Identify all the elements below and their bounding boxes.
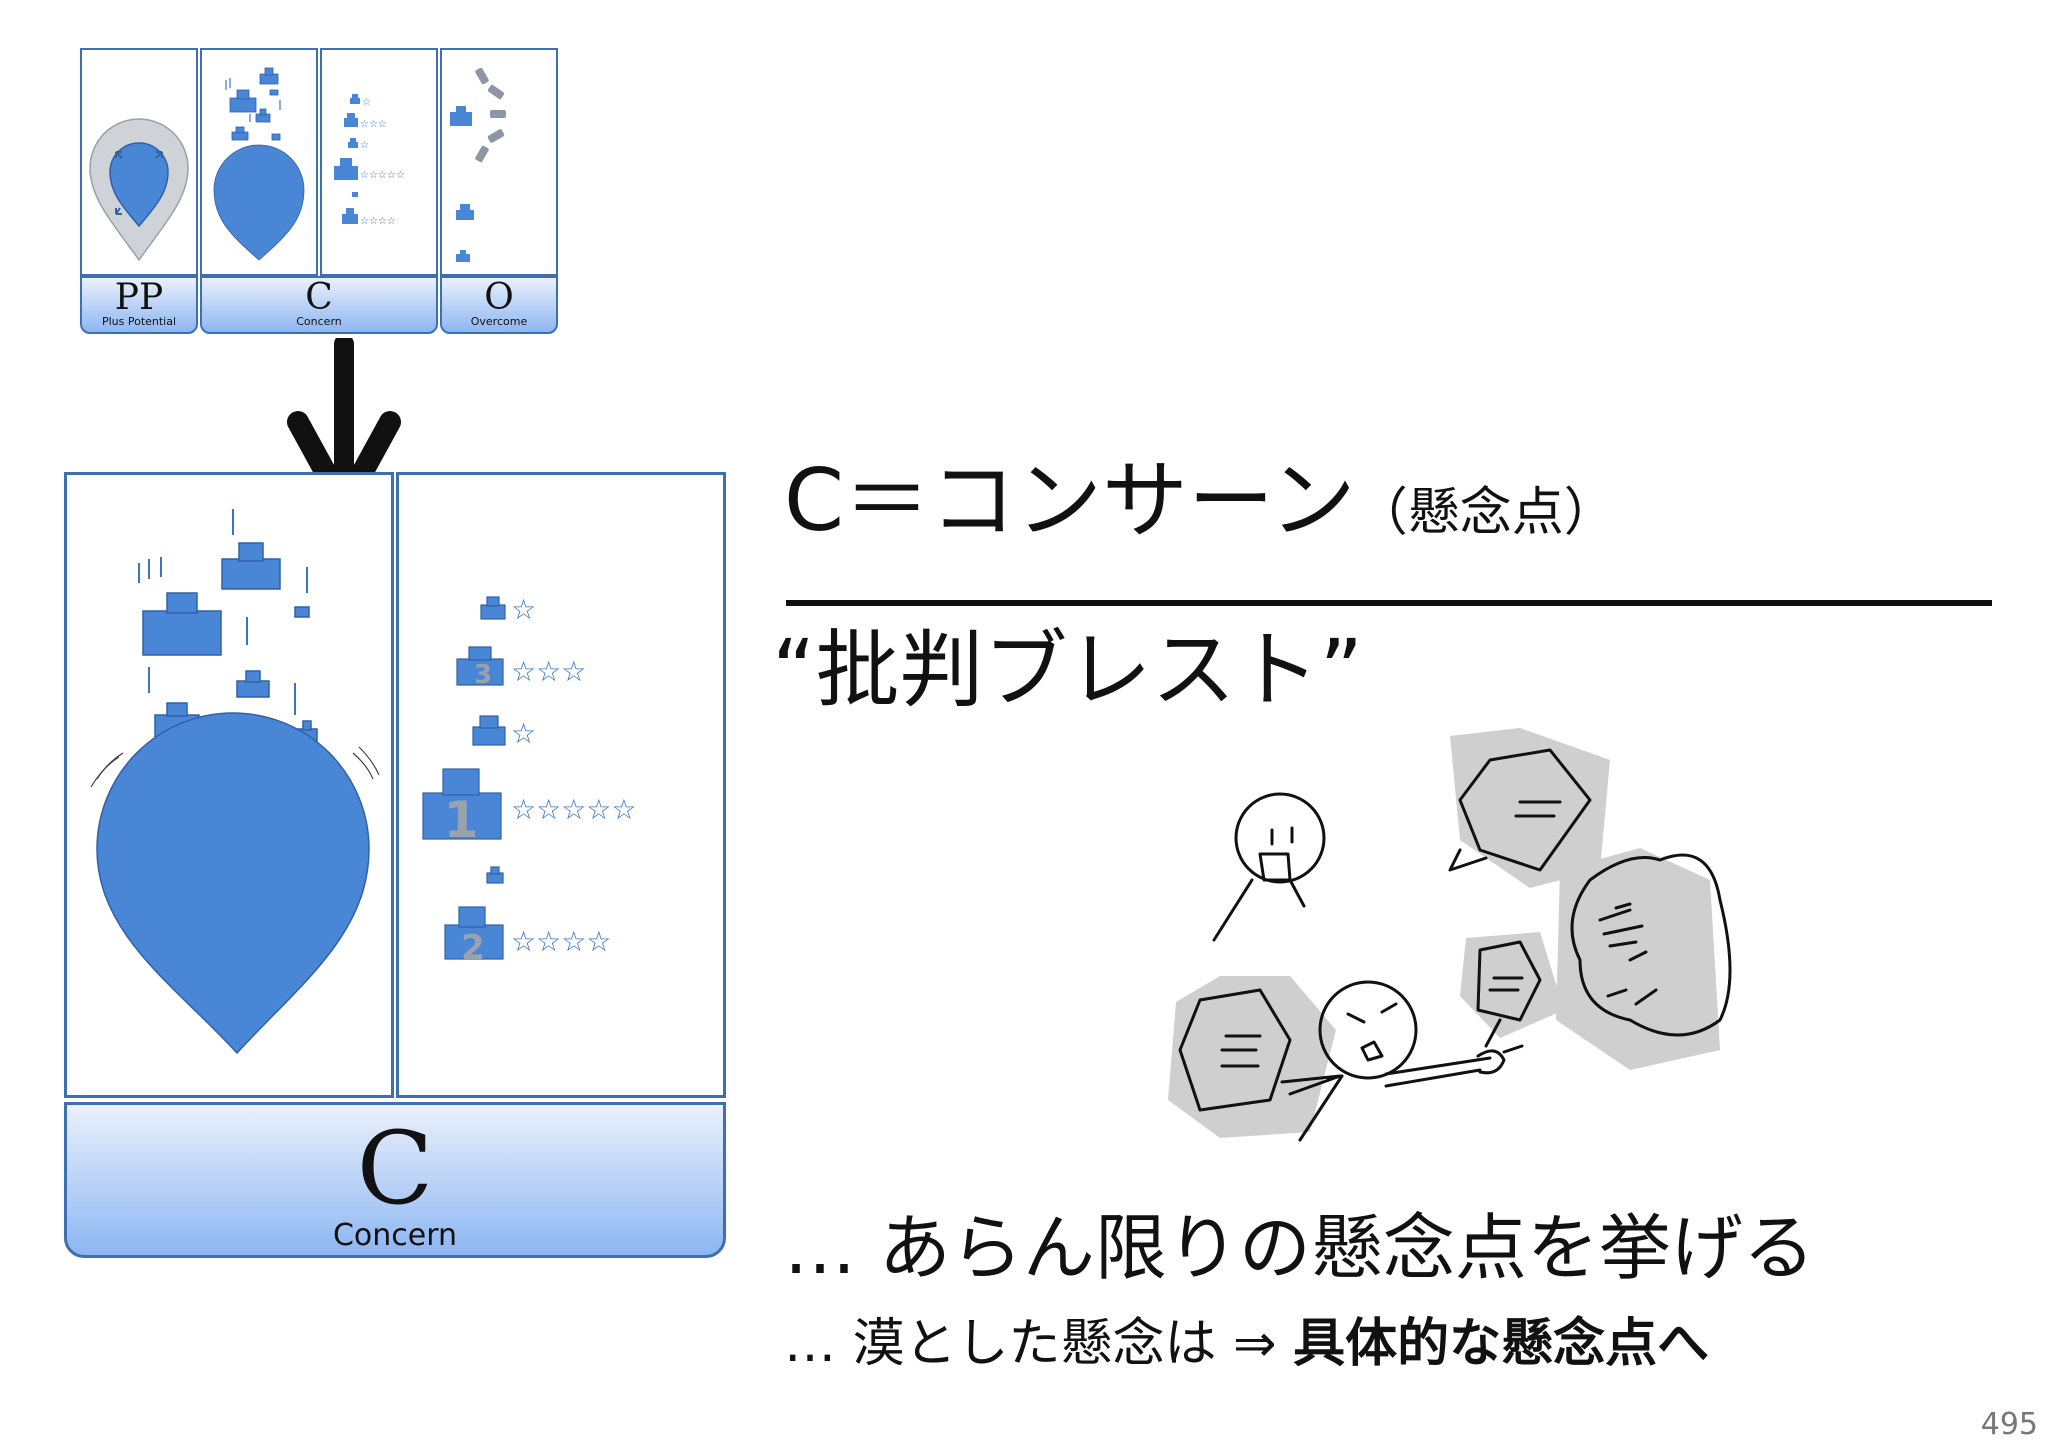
svg-text:☆☆☆: ☆☆☆ xyxy=(360,119,387,130)
bullet-2-text: 漠とした懸念は ⇒ xyxy=(852,1314,1294,1374)
c-mini-caption: Concern xyxy=(296,315,342,328)
svg-text:☆: ☆ xyxy=(360,140,369,151)
concern-ranked-panel: 3 1 2 ☆ ☆☆☆ ☆ ☆☆☆☆☆ ☆☆☆☆ xyxy=(396,472,726,1098)
bullet-1-text: あらん限りの懸念点を挙げる xyxy=(878,1206,1815,1290)
concern-label-bar: C Concern xyxy=(64,1102,726,1258)
c-mini-letter: C xyxy=(305,277,333,318)
svg-text:☆: ☆ xyxy=(511,717,536,750)
bullet-2-emphasis: 具体的な懸念点へ xyxy=(1293,1314,1710,1374)
svg-text:☆☆☆☆☆: ☆☆☆☆☆ xyxy=(511,793,637,826)
title-underline xyxy=(786,600,1992,606)
pp-letter: PP xyxy=(114,277,164,318)
svg-text:☆☆☆☆: ☆☆☆☆ xyxy=(511,925,611,958)
rank-1: 1 xyxy=(444,791,479,849)
concern-falling-panel xyxy=(64,472,394,1098)
concern-caption: Concern xyxy=(332,1218,458,1253)
page-number: 495 xyxy=(1980,1407,2038,1442)
svg-text:☆☆☆: ☆☆☆ xyxy=(511,655,586,688)
rank-2: 2 xyxy=(461,928,485,968)
o-caption: Overcome xyxy=(470,315,528,328)
o-label-bar: O Overcome xyxy=(440,276,558,334)
title-note: （懸念点） xyxy=(1355,483,1616,543)
o-panel xyxy=(440,48,558,276)
brainstorm-people-illustration xyxy=(1168,728,1732,1142)
svg-text:☆☆☆☆☆: ☆☆☆☆☆ xyxy=(360,170,405,181)
bullet-2: … 漠とした懸念は ⇒ 具体的な懸念点へ xyxy=(784,1318,1709,1370)
rank-3: 3 xyxy=(474,660,492,690)
ranked-concerns-icon: 3 1 2 ☆ ☆☆☆ ☆ ☆☆☆☆☆ ☆☆☆☆ xyxy=(422,593,637,968)
pp-caption: Plus Potential xyxy=(101,315,177,328)
teardrop-icon xyxy=(90,509,380,1055)
ranked-concerns-mini-icon: ☆ ☆☆☆ ☆ ☆☆☆☆☆ ☆☆☆☆ xyxy=(334,94,405,227)
plus-potential-icon xyxy=(89,118,189,262)
c-label-bar: C Concern xyxy=(200,276,438,334)
concern-letter: C xyxy=(356,1110,434,1227)
bullet-2-prefix: … xyxy=(784,1314,853,1374)
pp-label-bar: PP Plus Potential xyxy=(80,276,198,334)
svg-text:☆: ☆ xyxy=(362,97,371,108)
title-text: C＝コンサーン xyxy=(784,451,1356,551)
svg-text:☆: ☆ xyxy=(511,593,536,626)
slide-subtitle: “批判ブレスト” xyxy=(772,621,1364,719)
c-panel-right: ☆ ☆☆☆ ☆ ☆☆☆☆☆ ☆☆☆☆ xyxy=(320,48,438,276)
concern-mini-icon xyxy=(213,67,305,261)
o-letter: O xyxy=(484,277,514,318)
bullet-1: … あらん限りの懸念点を挙げる xyxy=(784,1212,1815,1284)
slide-title: C＝コンサーン（懸念点） xyxy=(784,458,1616,544)
svg-text:☆☆☆☆: ☆☆☆☆ xyxy=(360,216,396,227)
c-panel-left xyxy=(200,48,318,276)
bullet-1-prefix: … xyxy=(784,1206,879,1290)
overcome-mini-icon xyxy=(450,67,506,262)
pp-panel xyxy=(80,48,198,276)
